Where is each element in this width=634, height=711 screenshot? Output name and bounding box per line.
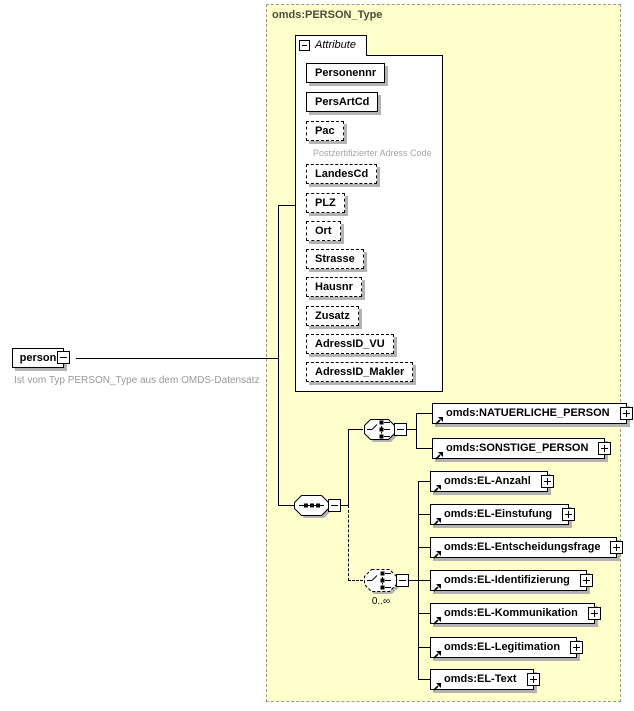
- connector-line: [278, 205, 295, 206]
- element-reference-icon: [433, 547, 442, 559]
- connector-line: [348, 429, 349, 506]
- choice-connector-elements[interactable]: [363, 568, 403, 598]
- element-label: omds:SONSTIGE_PERSON: [446, 442, 589, 454]
- element-box[interactable]: omds:EL-Legitimation: [430, 637, 584, 659]
- element-reference-icon: [433, 647, 442, 659]
- connector-line: [418, 547, 430, 548]
- multiplicity-label: 0..∞: [371, 596, 391, 607]
- connector-line: [416, 413, 417, 449]
- element-label: omds:EL-Entscheidungsfrage: [444, 541, 601, 553]
- choice-elements-collapse-toggle[interactable]: [396, 574, 409, 587]
- connector-line: [348, 429, 363, 430]
- element-box[interactable]: omds:NATUERLICHE_PERSON: [432, 403, 633, 425]
- attribute-group-collapse-toggle[interactable]: [299, 40, 310, 51]
- element-reference-icon: [433, 514, 442, 526]
- element-reference-icon: [433, 679, 442, 691]
- element-box[interactable]: omds:EL-Anzahl: [430, 471, 554, 493]
- expand-toggle[interactable]: [526, 672, 540, 686]
- attribute-group-label: Attribute: [315, 39, 356, 51]
- element-box[interactable]: omds:EL-Text: [430, 669, 540, 691]
- attribute-box[interactable]: AdressID_VU: [306, 334, 394, 354]
- element-box[interactable]: omds:EL-Kommunikation: [430, 603, 601, 625]
- element-person[interactable]: person: [12, 348, 70, 368]
- attribute-box[interactable]: Personennr: [306, 63, 386, 83]
- attribute-box[interactable]: PersArtCd: [306, 92, 379, 112]
- element-label: omds:EL-Kommunikation: [444, 607, 578, 619]
- element-label: omds:EL-Anzahl: [444, 475, 531, 487]
- element-person-label: person: [19, 352, 57, 364]
- connector-line: [418, 613, 430, 614]
- element-label: omds:NATUERLICHE_PERSON: [446, 407, 610, 419]
- expand-toggle[interactable]: [619, 406, 633, 420]
- sequence-collapse-toggle[interactable]: [328, 499, 341, 512]
- element-reference-icon: [433, 580, 442, 592]
- expand-toggle[interactable]: [540, 474, 554, 488]
- element-box[interactable]: omds:EL-Entscheidungsfrage: [430, 537, 624, 559]
- attribute-box[interactable]: Hausnr: [306, 277, 362, 297]
- attribute-box[interactable]: Pac: [306, 121, 344, 141]
- element-label: omds:EL-Einstufung: [444, 508, 553, 520]
- attribute-caption: Postzertifizierter Adress Code: [313, 148, 432, 158]
- expand-toggle[interactable]: [562, 507, 576, 521]
- connector-line: [418, 647, 430, 648]
- connector-line-optional: [348, 580, 363, 581]
- attribute-box[interactable]: LandesCd: [306, 164, 378, 184]
- expand-toggle[interactable]: [598, 441, 612, 455]
- element-person-caption: Ist vom Typ PERSON_Type aus dem OMDS-Dat…: [14, 375, 260, 386]
- choice-person-collapse-toggle[interactable]: [394, 423, 407, 436]
- element-reference-icon: [435, 413, 444, 425]
- complextype-title: omds:PERSON_Type: [272, 9, 383, 21]
- element-reference-icon: [433, 613, 442, 625]
- connector-line: [278, 205, 279, 506]
- choice-connector-person[interactable]: [363, 418, 401, 446]
- connector-line: [416, 413, 432, 414]
- element-reference-icon: [433, 481, 442, 493]
- connector-line: [418, 580, 430, 581]
- connector-line: [418, 514, 430, 515]
- connector-line: [341, 505, 349, 506]
- connector-line-optional: [348, 505, 349, 581]
- connector-line: [409, 580, 419, 581]
- connector-line: [418, 481, 430, 482]
- connector-line: [76, 358, 278, 359]
- expand-toggle[interactable]: [579, 573, 593, 587]
- person-collapse-toggle[interactable]: [57, 351, 70, 364]
- element-box[interactable]: omds:SONSTIGE_PERSON: [432, 438, 612, 460]
- attribute-box[interactable]: Zusatz: [306, 306, 359, 326]
- attribute-group-tab[interactable]: Attribute: [295, 35, 367, 56]
- connector-line: [418, 679, 430, 680]
- connector-line: [407, 429, 416, 430]
- attribute-box[interactable]: PLZ: [306, 193, 345, 213]
- element-label: omds:EL-Legitimation: [444, 641, 561, 653]
- attribute-box[interactable]: Ort: [306, 221, 341, 241]
- connector-line: [416, 448, 432, 449]
- element-box[interactable]: omds:EL-Identifizierung: [430, 570, 593, 592]
- attribute-box[interactable]: AdressID_Makler: [306, 362, 414, 382]
- element-label: omds:EL-Text: [444, 673, 517, 685]
- connector-line: [278, 505, 294, 506]
- sequence-connector[interactable]: [293, 494, 335, 522]
- attribute-box[interactable]: Strasse: [306, 249, 364, 269]
- element-reference-icon: [435, 448, 444, 460]
- expand-toggle[interactable]: [587, 606, 601, 620]
- expand-toggle[interactable]: [570, 640, 584, 654]
- element-label: omds:EL-Identifizierung: [444, 574, 570, 586]
- element-box[interactable]: omds:EL-Einstufung: [430, 504, 576, 526]
- expand-toggle[interactable]: [610, 540, 624, 554]
